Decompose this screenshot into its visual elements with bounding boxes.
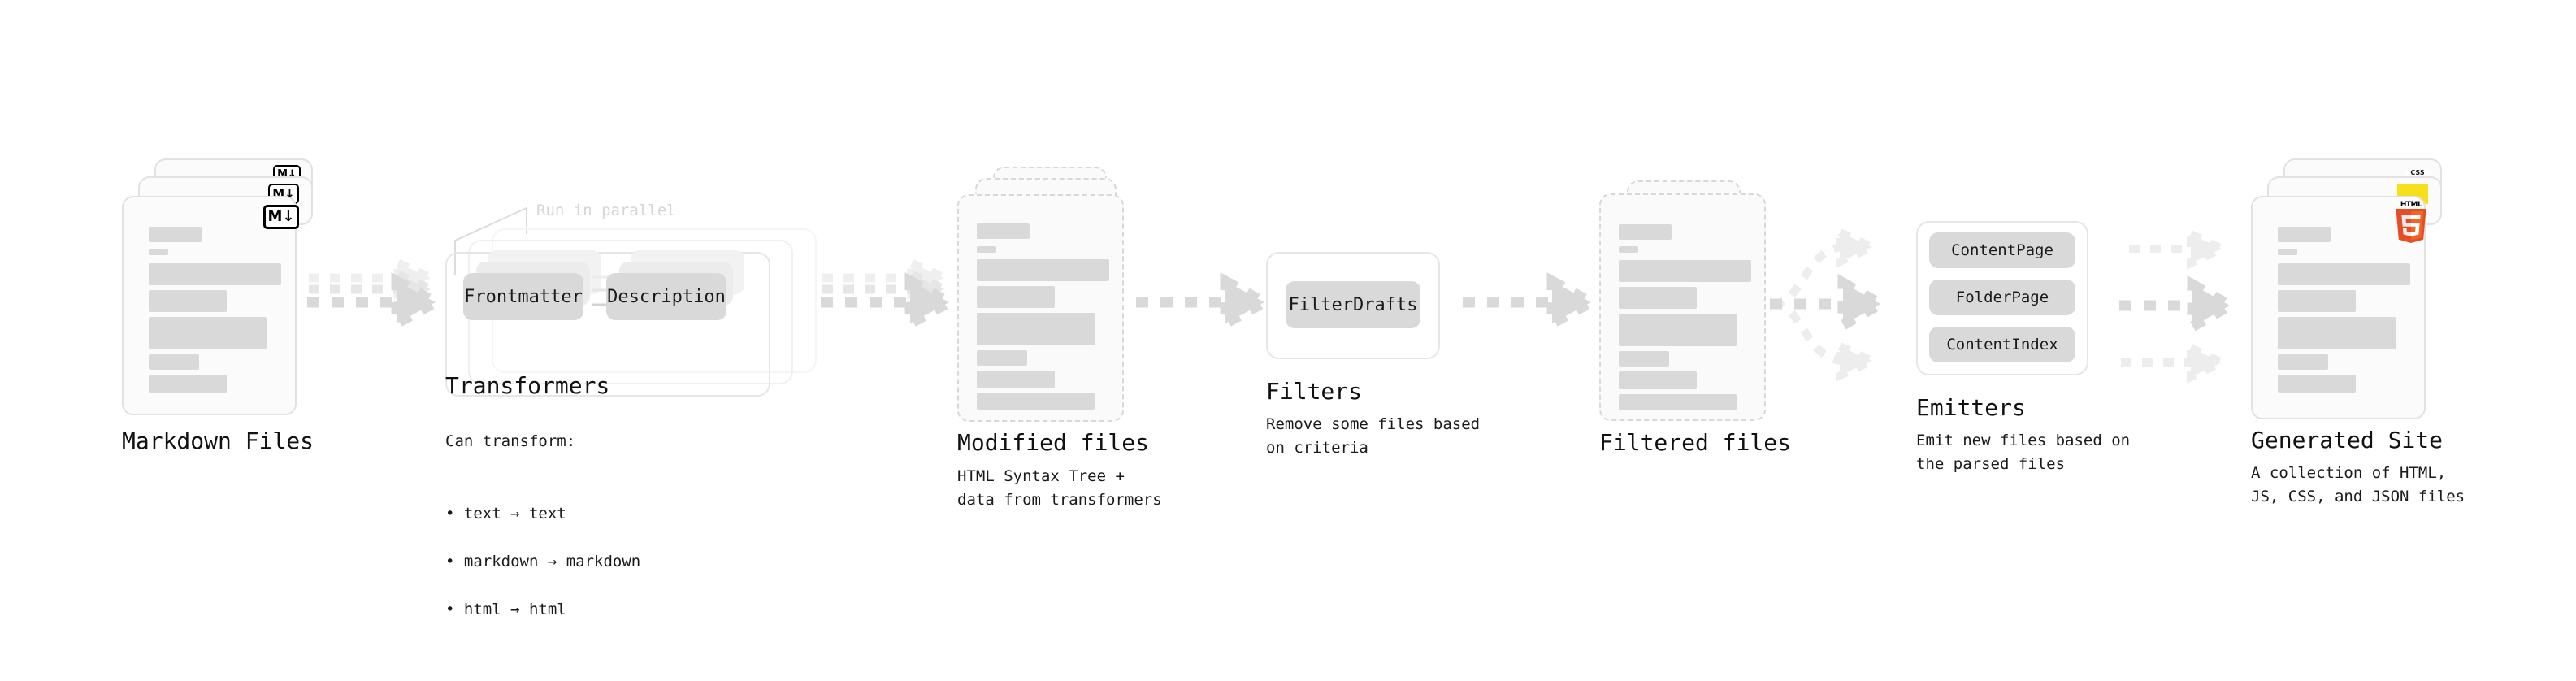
skeleton-heading (2278, 227, 2331, 242)
skeleton-line (977, 313, 1095, 345)
transformers-subtitle: Can transform: text → text markdown → ma… (445, 406, 640, 670)
modified-files-subtitle: HTML Syntax Tree + data from transformer… (957, 467, 1162, 510)
transformer-pill-description[interactable]: Description (606, 273, 726, 320)
filtered-file-card-front[interactable] (1599, 193, 1766, 421)
emitters-stack: ContentPage FolderPage ContentIndex (1916, 221, 2119, 384)
generated-site-title: Generated Site (2251, 427, 2444, 453)
skeleton-heading (1619, 224, 1672, 240)
skeleton-tag (1619, 246, 1638, 253)
skeleton-line (1619, 314, 1737, 346)
filters-title: Filters (1266, 378, 1363, 405)
skeleton-line (149, 354, 199, 370)
emitters-subtitle: Emit new files based on the parsed files (1916, 432, 2131, 474)
skeleton-line (2278, 317, 2396, 349)
skeleton-tag (2278, 249, 2297, 255)
connector-filtered-to-emitters (1770, 226, 1892, 382)
skeleton-line (1619, 260, 1751, 282)
transformers-bullet-list: text → text markdown → markdown html → h… (445, 478, 640, 645)
run-in-parallel-label: Run in parallel (536, 202, 676, 219)
skeleton-line (977, 393, 1095, 410)
skeleton-heading (977, 223, 1030, 239)
emitter-pill-contentpage[interactable]: ContentPage (1929, 232, 2075, 268)
skeleton-line (1619, 351, 1669, 367)
emitters-title: Emitters (1916, 394, 2026, 421)
skeleton-line (2278, 290, 2356, 312)
transformers-title: Transformers (445, 372, 610, 399)
connector-modified-to-filters (1136, 272, 1276, 332)
connector-transformers-to-modified (821, 256, 961, 332)
filters-stack: FilterDrafts (1266, 252, 1453, 366)
generated-site-subtitle: A collection of HTML, JS, CSS, and JSON … (2251, 464, 2465, 506)
filtered-files-stack (1599, 180, 1802, 449)
transformer-pill-frontmatter[interactable]: Frontmatter (463, 273, 583, 320)
skeleton-tag (149, 249, 168, 255)
emitter-pill-folderpage[interactable]: FolderPage (1929, 280, 2075, 315)
skeleton-line (977, 286, 1055, 308)
skeleton-line (1619, 371, 1697, 389)
transformers-subtitle-lead: Can transform: (445, 432, 576, 451)
skeleton-line (977, 350, 1027, 366)
emitter-pill-contentindex[interactable]: ContentIndex (1929, 327, 2075, 362)
skeleton-line (2278, 354, 2328, 370)
skeleton-line (2278, 263, 2410, 285)
modified-files-title: Modified files (957, 429, 1150, 456)
skeleton-line (149, 317, 267, 349)
markdown-files-stack: M↓ M↓ M↓ (122, 158, 333, 427)
html5-icon: HTML (2394, 201, 2428, 243)
skeleton-line (149, 263, 281, 285)
filter-pill-filterdrafts[interactable]: FilterDrafts (1286, 281, 1420, 328)
filtered-files-title: Filtered files (1599, 429, 1792, 456)
transformer-box-front[interactable] (445, 252, 770, 397)
connector-filters-to-filtered (1463, 272, 1602, 332)
emitters-box[interactable] (1916, 221, 2088, 375)
modified-files-stack (957, 167, 1169, 443)
filters-subtitle: Remove some files based on criteria (1266, 415, 1481, 458)
connector-markdown-to-transformers (307, 256, 447, 332)
generated-site-stack: CSS HTML (2251, 158, 2470, 435)
html5-icon-wordmark: HTML (2400, 201, 2422, 209)
skeleton-line (149, 290, 227, 312)
skeleton-tag (977, 246, 996, 253)
modified-file-card-front[interactable] (957, 194, 1124, 422)
skeleton-line (977, 371, 1055, 388)
filters-box[interactable] (1266, 252, 1440, 359)
transformers-stack: Run in parallel Frontmatter Description (445, 195, 835, 406)
skeleton-heading (149, 227, 202, 242)
markdown-icon-front: M↓ (263, 205, 299, 229)
generated-site-card-front[interactable] (2251, 196, 2426, 419)
markdown-files-title: Markdown Files (122, 427, 314, 454)
skeleton-line (149, 375, 227, 393)
skeleton-line (2278, 375, 2356, 393)
skeleton-line (1619, 394, 1737, 410)
markdown-file-card-front[interactable] (122, 196, 297, 415)
skeleton-line (977, 259, 1109, 281)
list-item: html → html (445, 598, 640, 622)
connector-emitters-to-site (2119, 228, 2241, 384)
list-item: text → text (445, 502, 640, 526)
skeleton-line (1619, 287, 1697, 309)
list-item: markdown → markdown (445, 550, 640, 574)
